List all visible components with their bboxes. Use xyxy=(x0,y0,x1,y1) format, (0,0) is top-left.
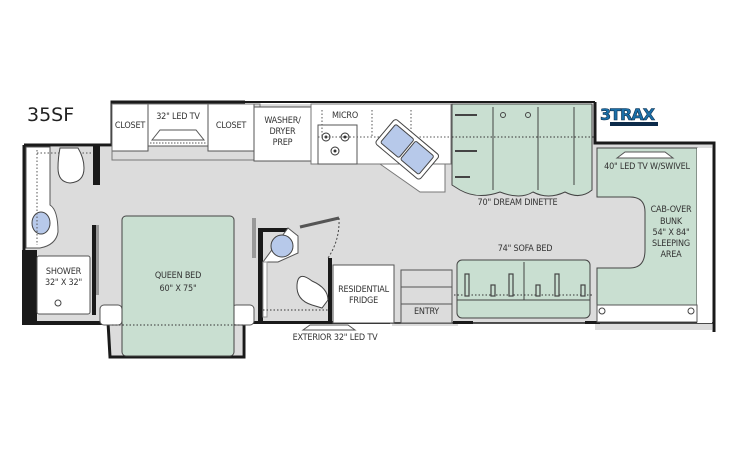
queen-bed-label-1: QUEEN BED xyxy=(154,271,202,281)
bedroom-tv-label: 32" LED TV xyxy=(156,112,200,122)
bunk-label-1: CAB-OVER xyxy=(650,205,692,215)
logo-underline xyxy=(610,122,658,126)
brand-logo: 3TRAX xyxy=(600,105,658,128)
cab-over-bunk xyxy=(596,147,698,306)
kitchen-sink xyxy=(375,119,440,180)
washer-label-2: DRYER xyxy=(269,127,296,137)
cab-tv xyxy=(615,151,675,159)
fridge-label-2: FRIDGE xyxy=(348,296,379,306)
toilet-mid xyxy=(296,275,329,309)
bedroom-tv xyxy=(150,129,206,141)
bunk-label-3: 54" X 84" xyxy=(652,228,690,238)
dinette-seating xyxy=(451,103,593,197)
dinette-label: 70" DREAM DINETTE xyxy=(477,198,558,208)
model-name: 35SF xyxy=(27,104,75,126)
bunk-label-5: AREA xyxy=(660,250,682,260)
closet-left xyxy=(111,103,149,152)
shower xyxy=(36,255,91,315)
bunk-label-2: BUNK xyxy=(659,217,683,227)
queen-bed xyxy=(121,215,235,357)
washer-label-1: WASHER/ xyxy=(264,116,301,126)
queen-bed-label-2: 60" X 75" xyxy=(159,284,197,294)
closet-left-label: CLOSET xyxy=(114,121,146,131)
fridge-label-1: RESIDENTIAL xyxy=(338,285,389,295)
closet-right-label: CLOSET xyxy=(215,121,247,131)
sofa-label: 74" SOFA BED xyxy=(497,244,553,254)
exterior-tv xyxy=(301,324,357,331)
micro-label: MICRO xyxy=(331,111,359,121)
entry-label: ENTRY xyxy=(413,307,440,317)
shower-label-1: SHOWER xyxy=(45,267,82,277)
toilet-rear xyxy=(57,147,85,184)
residential-fridge xyxy=(332,264,395,324)
washer-label-3: PREP xyxy=(272,138,293,148)
cab-tv-label: 40" LED TV W/SWIVEL xyxy=(604,162,690,172)
shower-label-2: 32" X 32" xyxy=(45,278,82,288)
cooktop xyxy=(317,124,358,165)
logo-text: 3TRAX xyxy=(600,105,656,124)
rear-sink xyxy=(31,211,51,235)
entry-steps xyxy=(400,269,453,324)
exterior-tv-label: EXTERIOR 32" LED TV xyxy=(292,333,378,343)
bath-sink xyxy=(270,234,294,258)
bunk-label-4: SLEEPING xyxy=(652,239,690,249)
